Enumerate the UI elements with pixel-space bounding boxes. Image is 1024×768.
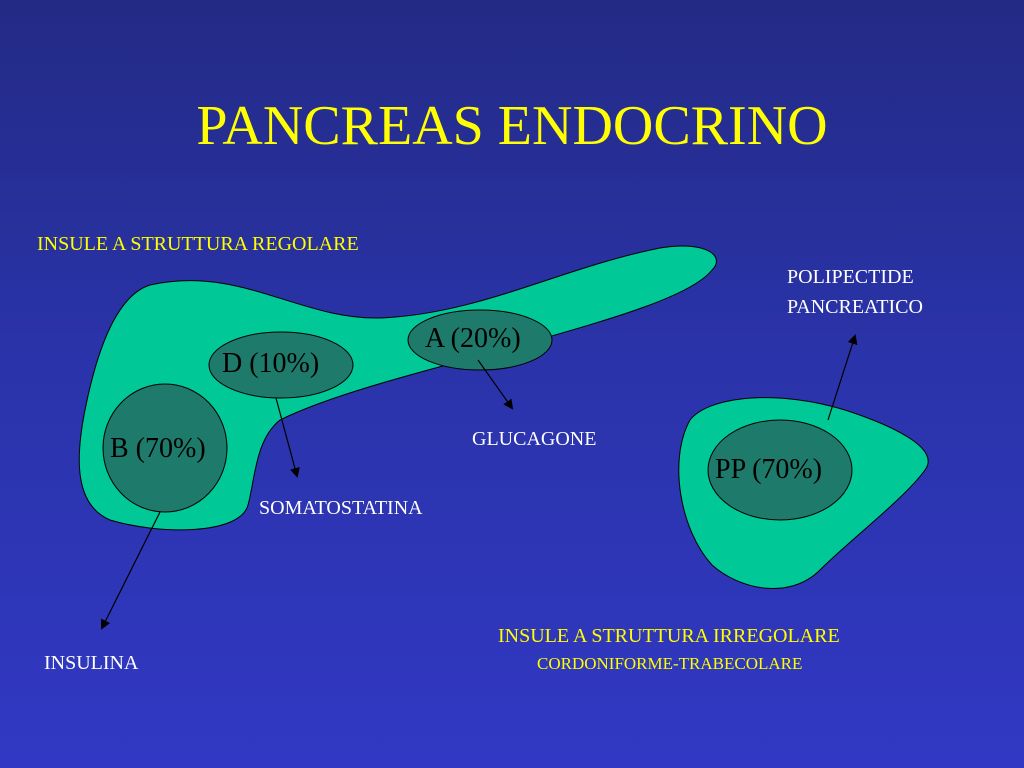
hormone-glucagone: GLUCAGONE bbox=[472, 428, 597, 450]
hormone-insulina: INSULINA bbox=[44, 652, 139, 674]
cell-a-label: A (20%) bbox=[425, 323, 521, 354]
arrow-d-somatostatina bbox=[275, 397, 300, 478]
cell-d bbox=[208, 331, 354, 399]
cell-d-label: D (10%) bbox=[222, 348, 320, 379]
cell-b bbox=[102, 383, 228, 513]
irregular-islets-subheading: CORDONIFORME-TRABECOLARE bbox=[537, 654, 803, 673]
arrow-pp-polipeptide bbox=[827, 334, 858, 421]
arrow-b-insulina bbox=[101, 511, 161, 630]
cell-a bbox=[407, 309, 553, 371]
hormone-polipeptide-line1: POLIPECTIDE bbox=[787, 266, 914, 288]
cell-pp bbox=[707, 419, 853, 521]
slide-title: PANCREAS ENDOCRINO bbox=[196, 95, 828, 157]
irregular-islets-heading: INSULE A STRUTTURA IRREGOLARE bbox=[498, 625, 840, 647]
hormone-somatostatina: SOMATOSTATINA bbox=[259, 497, 423, 519]
cell-pp-label: PP (70%) bbox=[715, 454, 823, 485]
regular-islets-heading: INSULE A STRUTTURA REGOLARE bbox=[37, 233, 359, 255]
arrow-a-glucagone bbox=[477, 359, 514, 410]
cell-b-label: B (70%) bbox=[110, 433, 206, 464]
hormone-polipeptide-line2: PANCREATICO bbox=[787, 296, 923, 318]
